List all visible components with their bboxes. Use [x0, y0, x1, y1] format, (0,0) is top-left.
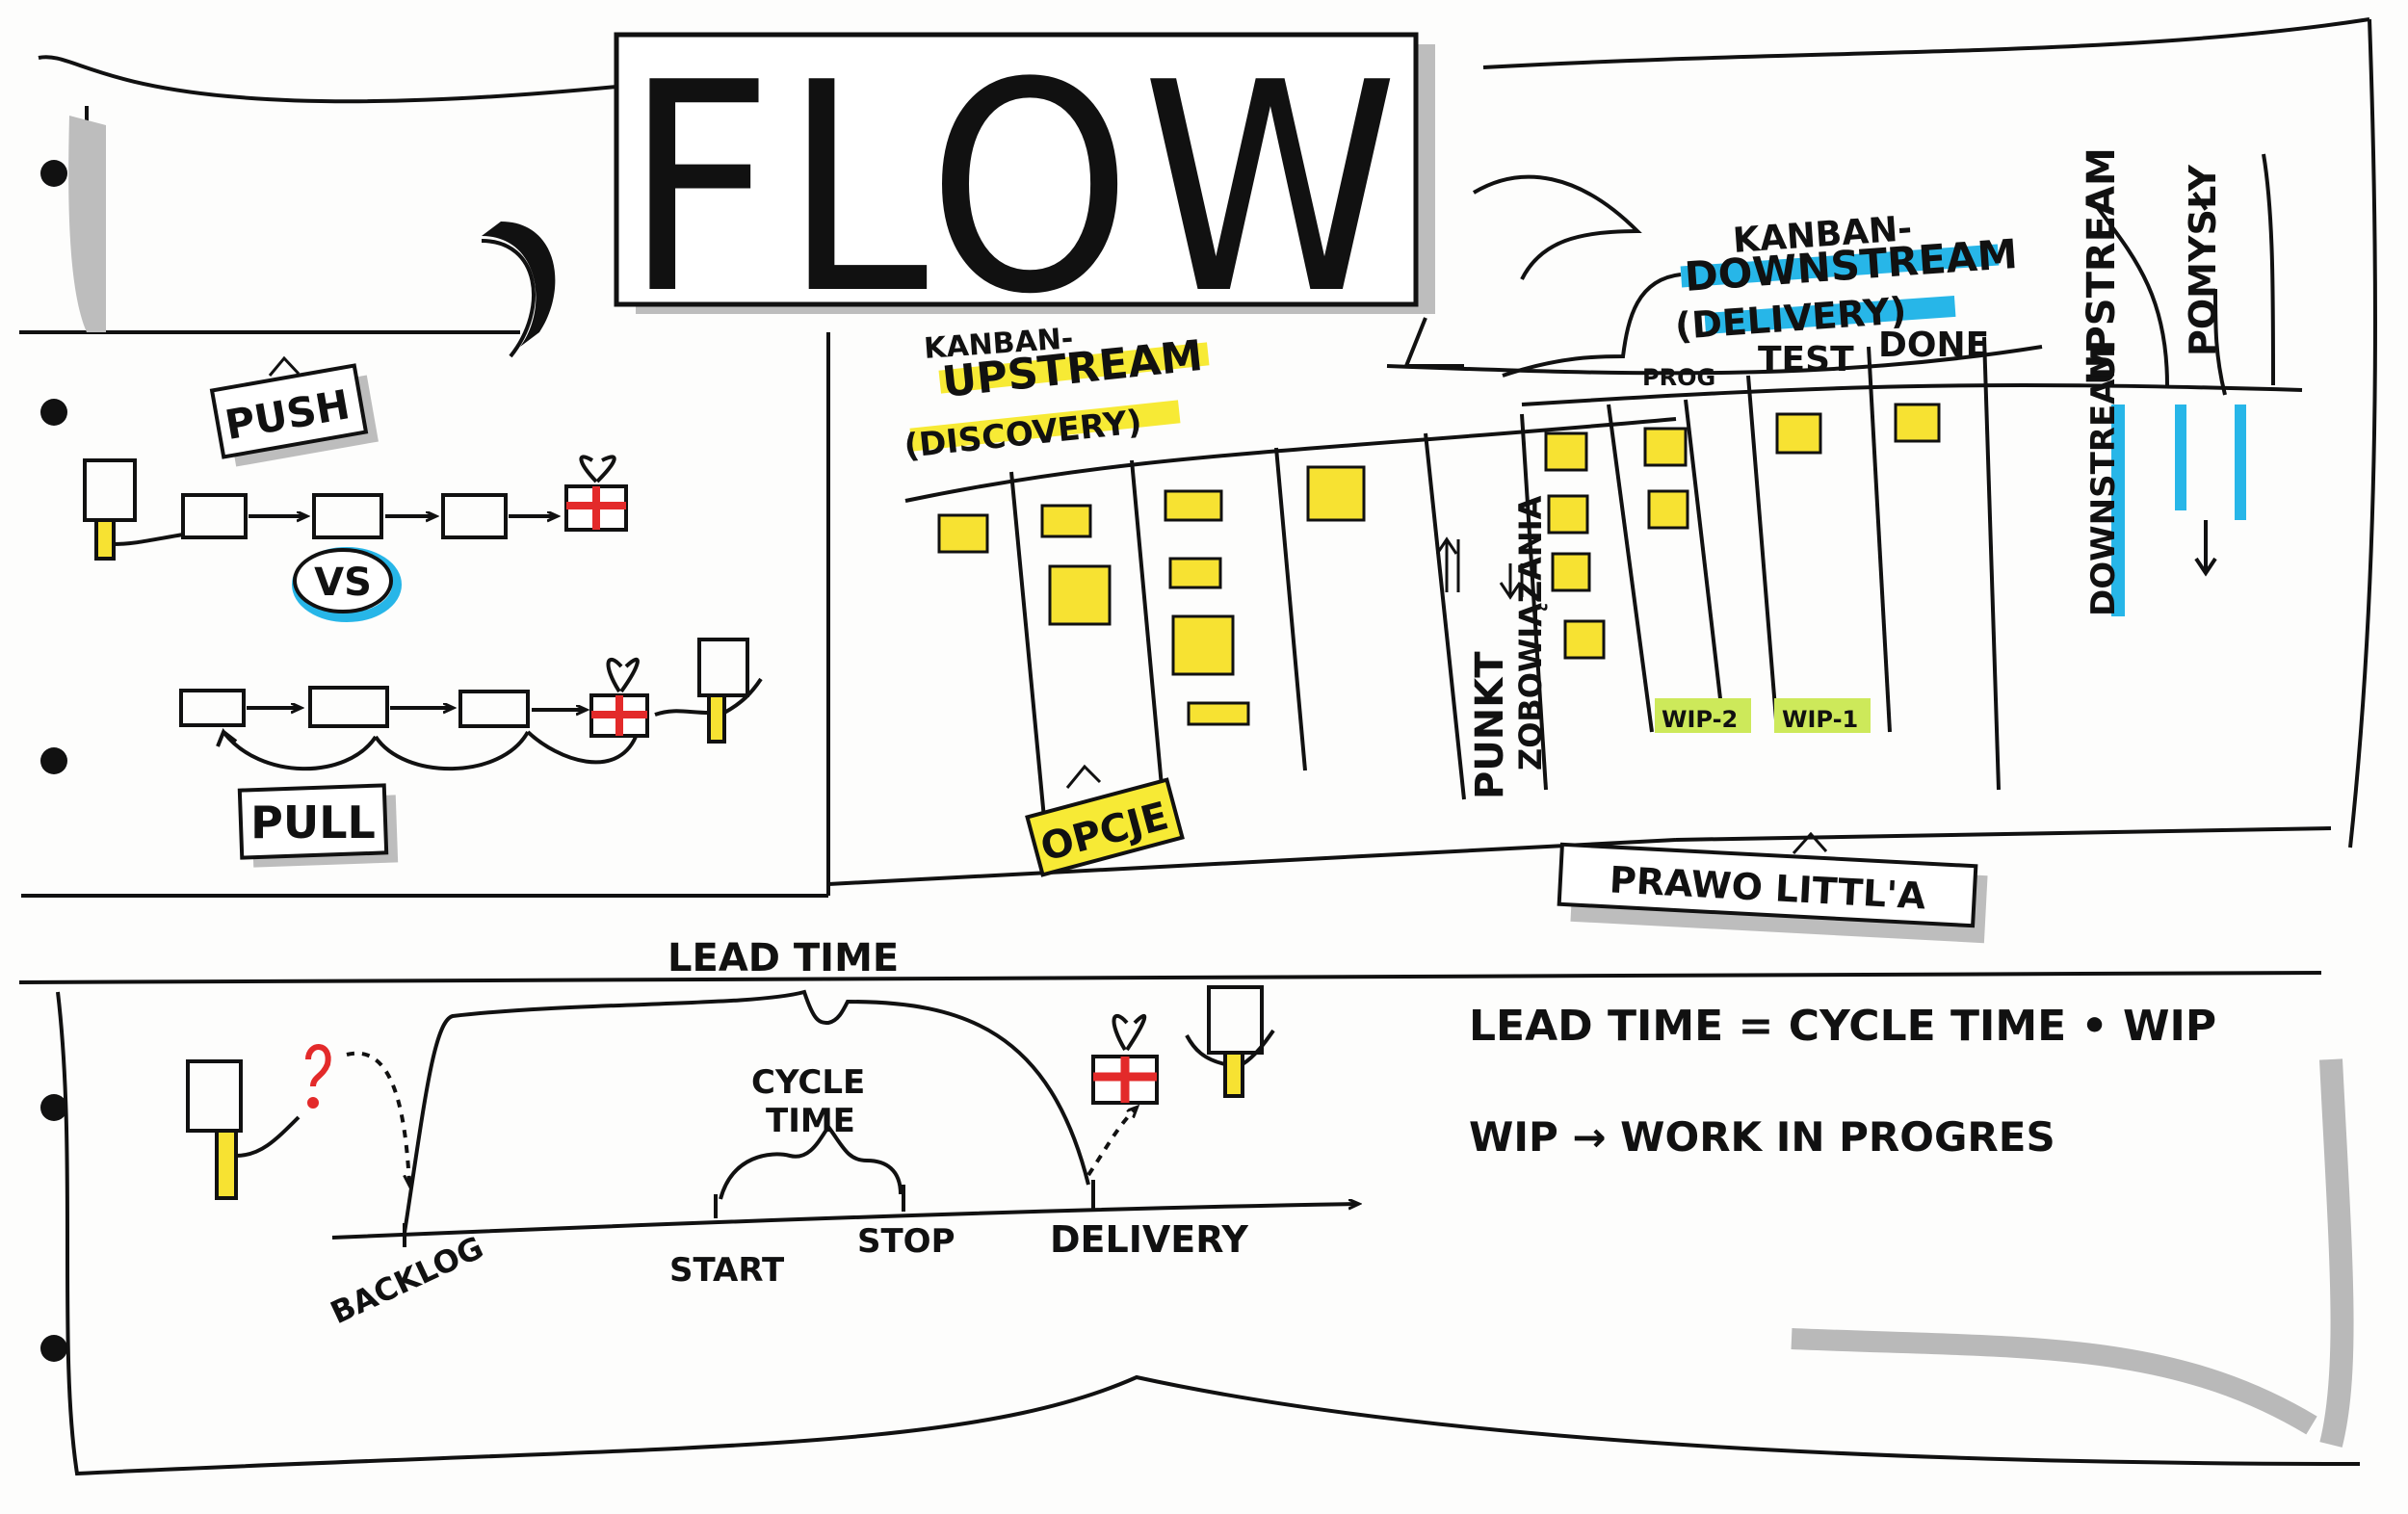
delivery-gift-icon	[1091, 1014, 1159, 1105]
pull-label: PULL	[250, 796, 376, 848]
vs-label: VS	[314, 561, 372, 605]
downstream-sticky-notes	[1544, 403, 1941, 660]
column-header-test: TEST	[1758, 340, 1854, 379]
push-person-icon	[83, 458, 184, 561]
pull-chain	[179, 686, 638, 771]
wip-limit-test: WIP-2	[1662, 706, 1738, 733]
push-sign: PUSH	[209, 355, 379, 467]
push-pull-panel: PUSH VS	[21, 332, 830, 898]
push-gift-icon	[564, 455, 628, 532]
flow-side-panel: UPSTREAM DOWNSTREAM POMYSŁY	[2080, 147, 2275, 616]
upstream-sticky-notes	[937, 465, 1366, 726]
side-ideas-label: POMYSŁY	[2182, 165, 2224, 356]
vs-badge: VS	[292, 547, 402, 622]
title-banner: FLOW	[68, 21, 1642, 368]
timeline-point-delivery: DELIVERY	[1050, 1218, 1248, 1261]
customer-question-icon	[186, 1044, 331, 1200]
push-chain	[181, 493, 557, 539]
timeline-point-stop: STOP	[857, 1222, 955, 1261]
wip-limit-done: WIP-1	[1782, 706, 1858, 733]
page-title: FLOW	[624, 21, 1408, 357]
littles-law: PRAWO LITTL'A LEAD TIME = CYCLE TIME • W…	[1469, 831, 2216, 1161]
side-upstream-label: UPSTREAM	[2080, 147, 2124, 385]
pull-gift-icon	[589, 657, 649, 738]
timeline-point-start: START	[669, 1251, 785, 1290]
pull-sign: PULL	[237, 783, 399, 868]
wip-definition: WIP → WORK IN PROGRES	[1469, 1113, 2055, 1161]
side-downstream-label: DOWNSTREAM	[2084, 347, 2123, 616]
lead-time-label: LEAD TIME	[667, 936, 899, 980]
cycle-time-label-line2: TIME	[766, 1102, 855, 1140]
column-header-prog: PROG	[1642, 364, 1715, 391]
pull-person-icon	[654, 638, 763, 744]
cycle-time-label-line1: CYCLE	[751, 1063, 865, 1102]
happy-customer-icon	[1185, 985, 1275, 1098]
column-header-done: DONE	[1878, 326, 1989, 365]
binder-holes	[40, 160, 67, 1362]
littles-law-formula: LEAD TIME = CYCLE TIME • WIP	[1469, 1002, 2216, 1051]
commitment-point-line1: PUNKT	[1468, 651, 1512, 799]
